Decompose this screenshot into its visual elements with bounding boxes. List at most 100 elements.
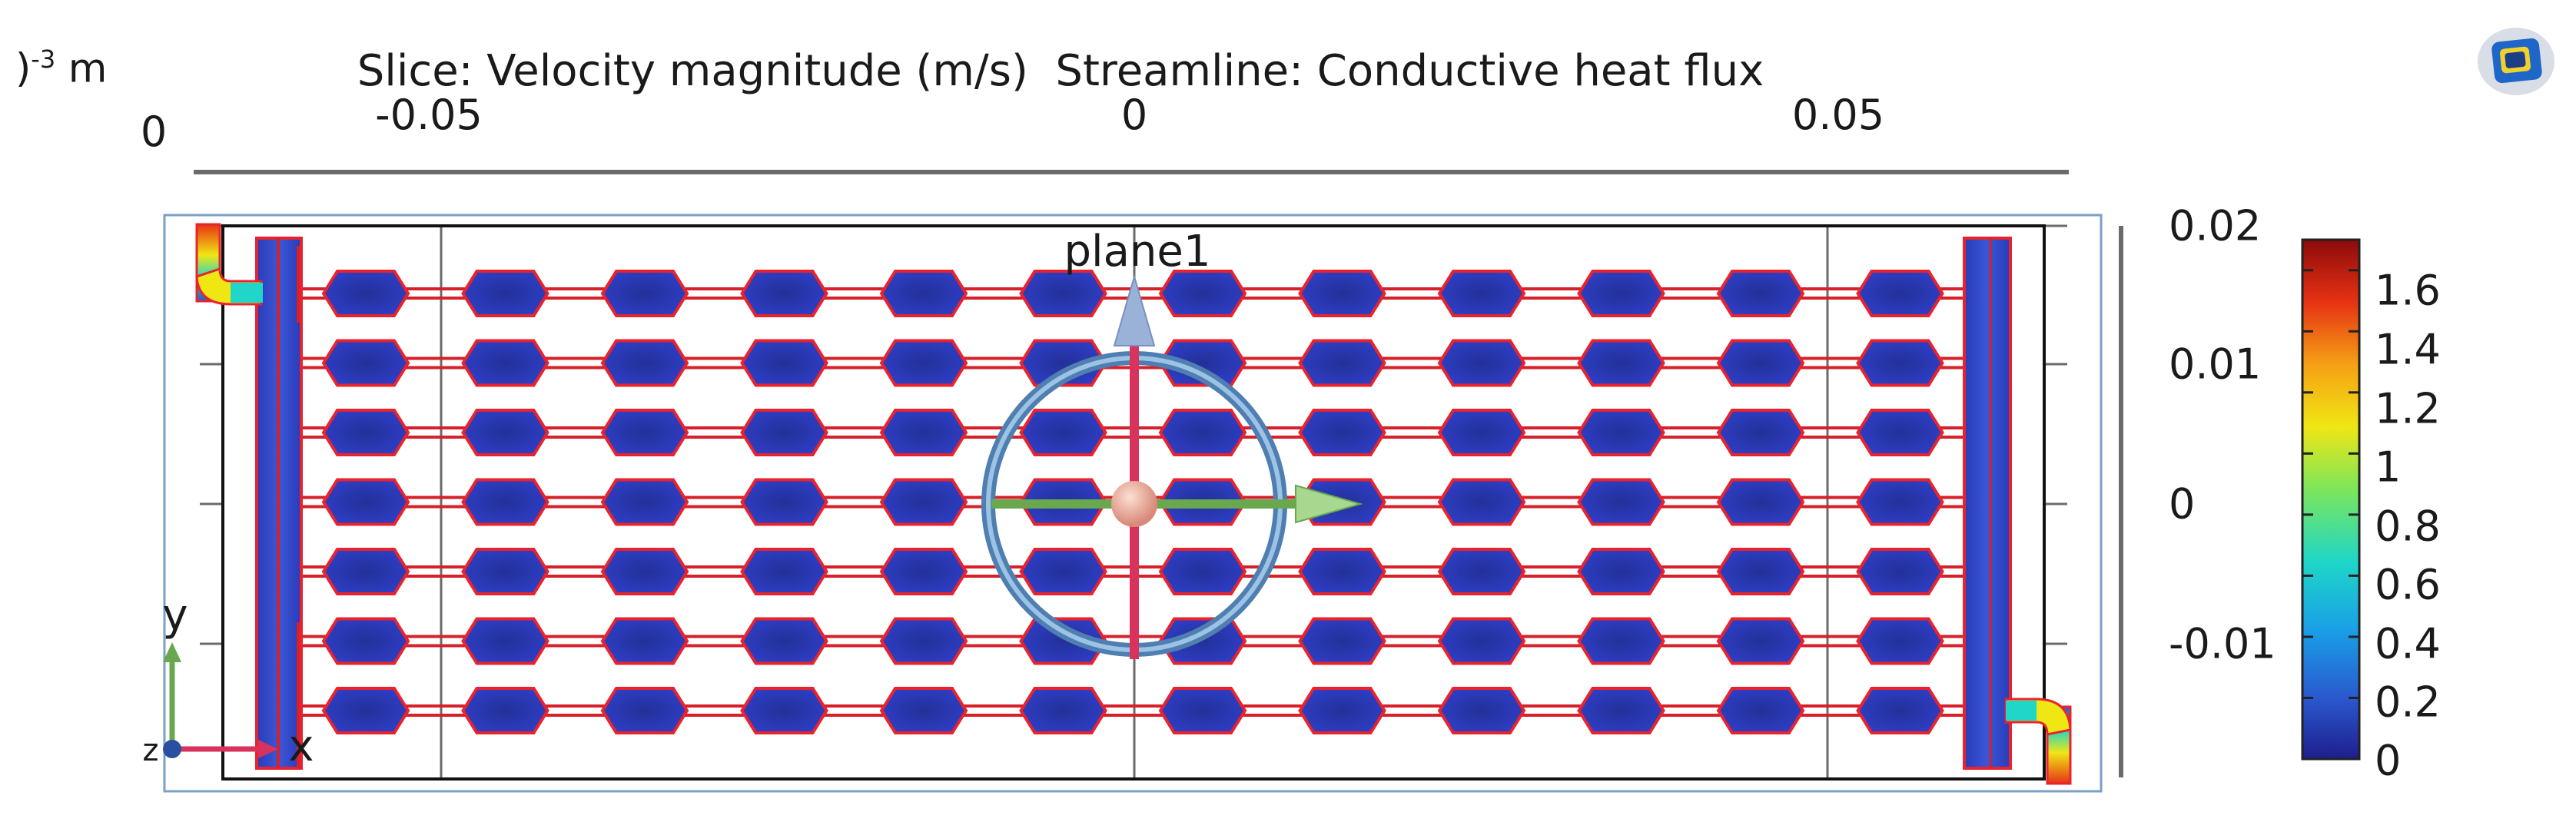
channel-cell [321,548,410,595]
channel-cell [1856,409,1944,456]
plane-label: plane1 [1064,227,1211,277]
channel-cell [321,409,410,456]
channel-cell [1577,687,1665,734]
channel-cell [1158,617,1247,665]
channel-cell [1158,687,1247,734]
channel-cell [1437,687,1526,734]
inlet-pipe [195,223,263,306]
channel-cell [1298,548,1386,595]
channel-cell [1298,339,1386,387]
channel-cell [1577,339,1665,387]
units-exponent: -3 [31,45,56,74]
channel-cell [461,339,549,387]
comsol-app-icon[interactable] [2473,22,2559,98]
channel-cell [1856,270,1944,317]
channel-cell [740,617,828,665]
colorbar-tick-label: 1.4 [2375,325,2441,374]
plane-gizmo[interactable] [981,273,1363,659]
colorbar-tick-label: 0.8 [2375,502,2441,551]
channel-cell [600,339,689,387]
channel-cell [600,270,689,317]
colorbar-tick-label: 1.6 [2375,266,2441,315]
channel-cell [1716,548,1805,595]
channel-cell [1298,687,1386,734]
channel-cell [740,548,828,595]
colorbar [2301,238,2361,761]
channel-cell [1856,339,1944,387]
triad-label-y: y [162,591,188,641]
colorbar-tick-label: 0.4 [2375,619,2441,668]
channel-cell [879,617,968,665]
gizmo-center-knob[interactable] [1111,481,1157,527]
channel-cell [321,687,410,734]
channel-cell [1716,687,1805,734]
y-arrow-icon [163,642,181,662]
triad-label-x: x [288,721,314,771]
channel-cell [1158,270,1247,317]
channel-cell [1716,478,1805,526]
channel-cell [1716,409,1805,456]
channel-cell [879,687,968,734]
channel-cell [461,270,549,317]
channel-cell [1019,687,1107,734]
channel-cell [1856,478,1944,526]
channel-cell [1577,548,1665,595]
channel-cell [740,687,828,734]
channel-cell [1437,339,1526,387]
axis-triad: y x z [143,591,314,771]
channel-cell [879,548,968,595]
channel-cell [1298,270,1386,317]
units-prefix: ) [15,45,32,92]
colorbar-tick-label: 1 [2375,442,2402,492]
channel-cell [461,548,549,595]
channel-cell [600,409,689,456]
channel-cell [1019,548,1107,595]
channel-cell [321,339,410,387]
x-tick-label: 0 [140,108,168,156]
channel-cell [1437,478,1526,526]
channel-cell [879,339,968,387]
domain-frame [221,224,2046,781]
outlet-pipe [2004,698,2072,785]
colorbar-tick-label: 0.6 [2375,560,2441,609]
channel-cell [1437,548,1526,595]
outlet-header [1963,237,2012,770]
channel-cell [1856,548,1944,595]
channel-cell [1437,270,1526,317]
triad-label-z: z [143,733,159,768]
colorbar-tick-label: 0.2 [2375,678,2441,727]
channel-cell [740,409,828,456]
channel-cell [321,270,410,317]
channel-cell [1577,409,1665,456]
x-arrow-icon [258,740,278,758]
channel-cell [740,270,828,317]
channel-cell [461,478,549,526]
channel-cell [600,478,689,526]
y-tick-label: -0.01 [2169,619,2276,668]
viewport-border [163,214,2103,793]
colorbar-tick-label: 1.2 [2375,384,2441,433]
channel-cell [1019,409,1107,456]
y-tick-label: 0.02 [2169,201,2262,250]
axis-units-label: )-3 m [15,45,107,91]
channel-cell [1019,270,1107,317]
channel-cell [1298,409,1386,456]
channel-cell [1716,270,1805,317]
channel-cell [1158,409,1247,456]
channel-cell [600,687,689,734]
channel-cell [1437,617,1526,665]
channel-cell [1437,409,1526,456]
channel-cell [1577,478,1665,526]
channel-cell [461,617,549,665]
gizmo-arrow-right-icon[interactable] [1295,484,1363,524]
channel-cell [879,478,968,526]
gizmo-arrow-up-icon[interactable] [1113,273,1156,346]
channel-cell [600,617,689,665]
y-tick-label: 0 [2169,479,2196,529]
channel-cell [321,617,410,665]
channel-cell [740,478,828,526]
x-tick-label: 0 [1120,91,1148,139]
channel-cell [1856,687,1944,734]
units-unit: m [68,45,108,92]
